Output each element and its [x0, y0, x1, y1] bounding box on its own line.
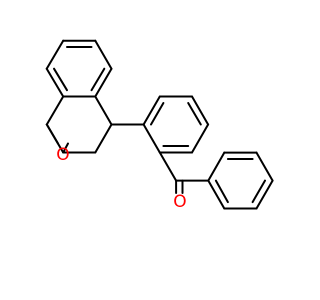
bond	[187, 102, 202, 126]
atom-label-oxygen-carbonyl: O	[173, 192, 186, 212]
bond	[90, 67, 106, 92]
atom-label-oxygen-epoxide: O	[56, 145, 69, 165]
bond	[207, 179, 226, 210]
bond	[94, 123, 113, 154]
bond	[94, 95, 113, 126]
bond	[255, 179, 274, 210]
bond	[45, 123, 59, 145]
bond	[45, 67, 65, 98]
bond	[94, 39, 113, 70]
bond	[214, 179, 229, 204]
bond-lines	[45, 39, 274, 210]
bond	[45, 95, 65, 126]
bond	[53, 67, 68, 92]
structure-canvas: O O	[45, 39, 274, 212]
bond	[158, 151, 178, 182]
bond	[150, 102, 165, 126]
bond	[142, 95, 161, 126]
bond	[142, 123, 161, 154]
bond	[191, 95, 210, 126]
bond	[251, 179, 266, 204]
chemical-structure-diagram: O O	[45, 39, 274, 212]
bond	[45, 39, 65, 70]
bond	[207, 151, 226, 182]
bond	[94, 67, 113, 98]
bond	[62, 142, 69, 154]
bond	[191, 123, 210, 154]
bond	[255, 151, 274, 182]
